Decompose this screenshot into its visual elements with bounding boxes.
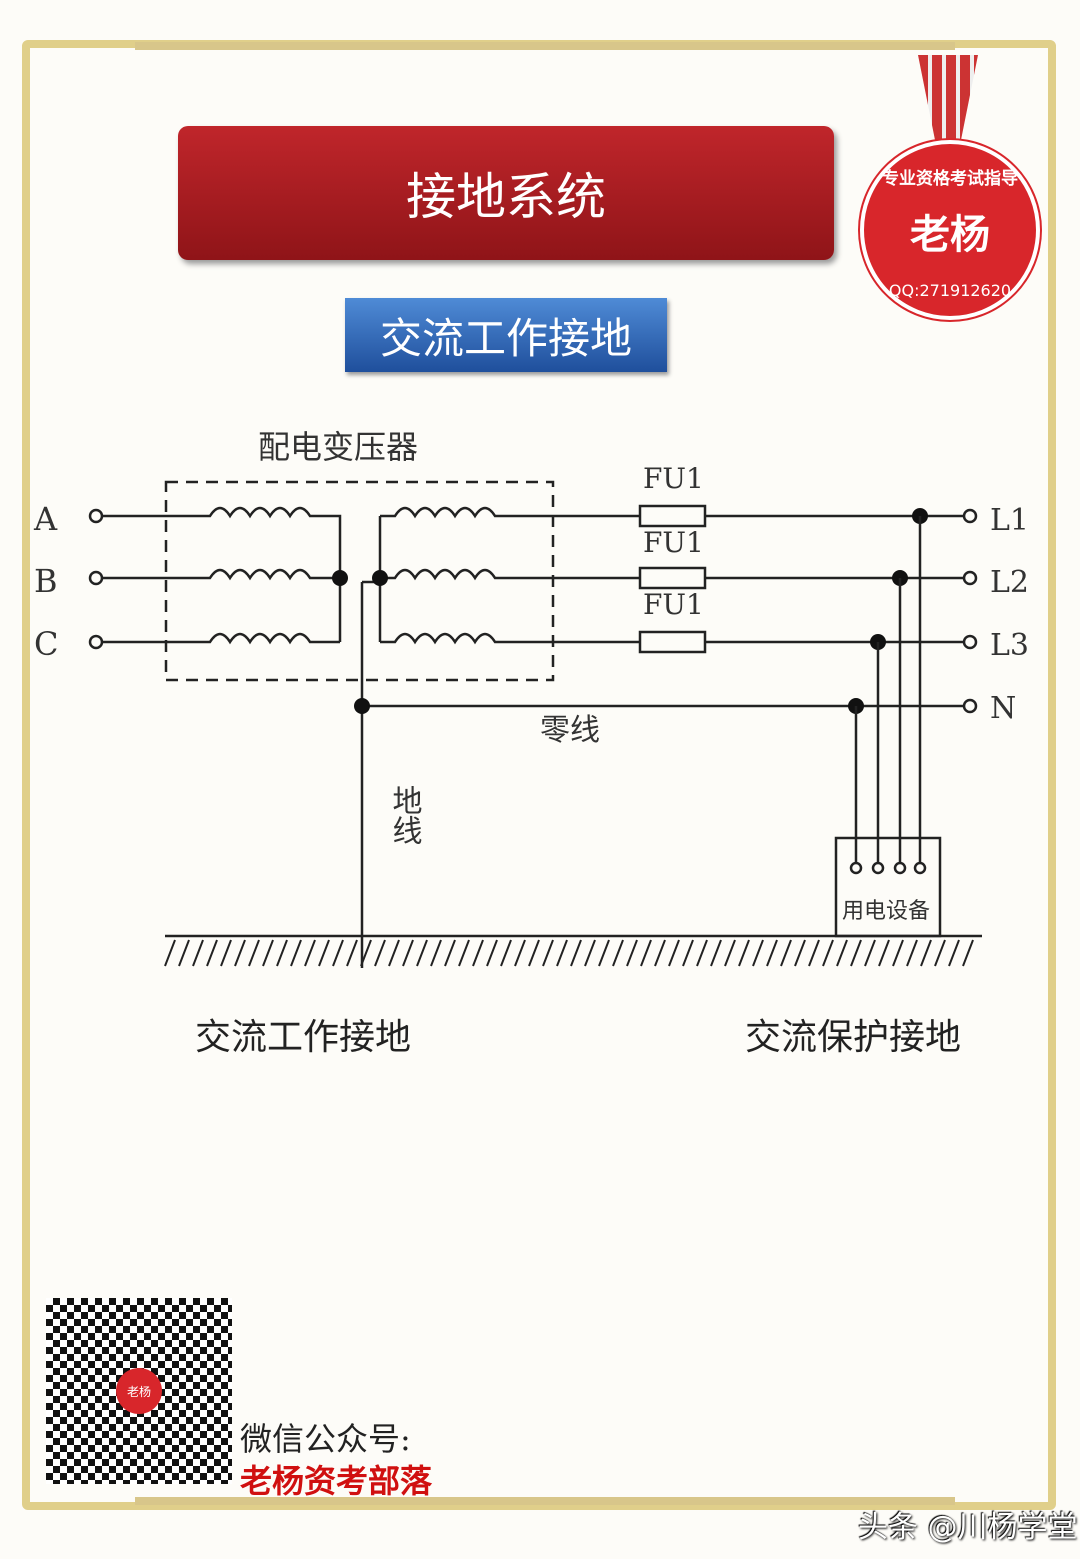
page-title: 接地系统 [178, 126, 834, 260]
frame-top-bar [135, 42, 955, 50]
neutral-label: 零线 [540, 713, 600, 748]
output-label-l3: L3 [990, 628, 1029, 663]
caption-right: 交流保护接地 [745, 1017, 962, 1058]
seal-name: 老杨 [910, 211, 990, 258]
caption-left: 交流工作接地 [195, 1017, 412, 1058]
qr-logo: 老杨 [116, 1368, 162, 1414]
seal-arc-text: 专业资格考试指导 [882, 169, 1018, 189]
seal-logo: 专业资格考试指导 老杨 QQ:271912620 [860, 140, 1040, 320]
fuse-label-2: FU1 [643, 526, 704, 559]
fuse-label-3: FU1 [643, 588, 704, 621]
grounding-diagram: 配电变压器 A B C FU1 FU1 FU1 L1 L2 L3 N [33, 428, 1029, 968]
wechat-account-name: 老杨资考部落 [240, 1462, 433, 1500]
qr-code[interactable]: 老杨 [46, 1298, 232, 1484]
input-label-b: B [34, 562, 58, 600]
device-feeds [854, 516, 922, 862]
output-label-n: N [990, 691, 1016, 726]
fuse-label-1: FU1 [643, 462, 704, 495]
input-label-c: C [34, 625, 58, 663]
output-label-l1: L1 [990, 503, 1029, 538]
transformer-box [164, 480, 555, 682]
frame-bottom-bar [135, 1497, 955, 1505]
section-subtitle: 交流工作接地 [345, 298, 667, 372]
primary-windings [88, 506, 342, 650]
transformer-label: 配电变压器 [258, 428, 418, 466]
input-label-a: A [33, 500, 58, 538]
device-terminals [849, 861, 927, 875]
output-label-l2: L2 [990, 565, 1029, 600]
junction-dots [332, 508, 928, 714]
watermark: 头条 @川杨学堂 [858, 1510, 1078, 1545]
output-terminals [962, 508, 978, 714]
wechat-label: 微信公众号: [240, 1420, 411, 1458]
ground-hatching [164, 939, 974, 967]
seal-qq: QQ:271912620 [888, 281, 1012, 300]
device-label: 用电设备 [842, 899, 930, 924]
ground-label: 地线 [387, 785, 423, 845]
